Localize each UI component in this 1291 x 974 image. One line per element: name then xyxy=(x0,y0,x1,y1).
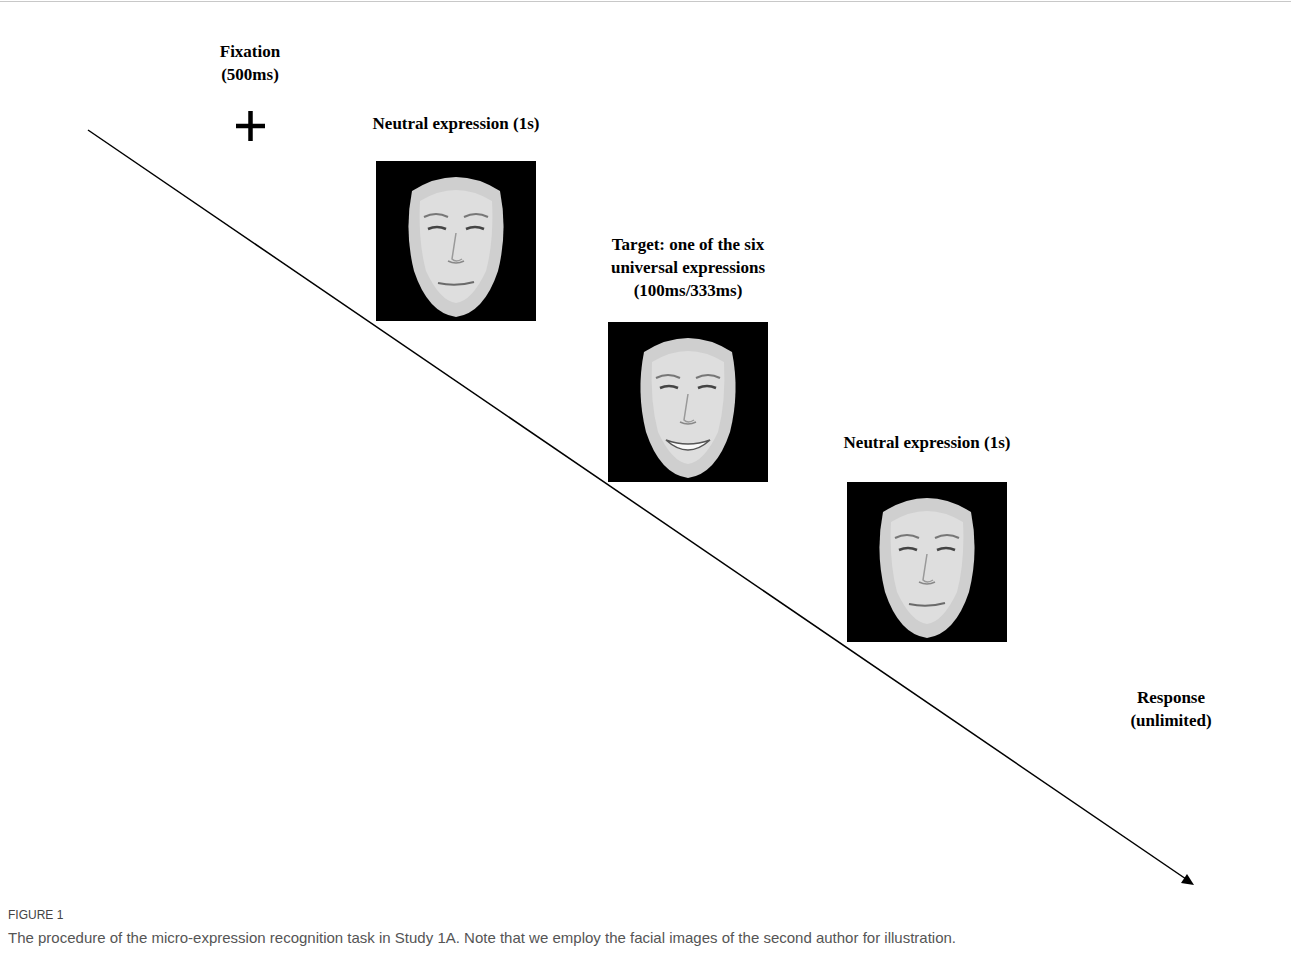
time-arrow xyxy=(88,130,1186,879)
figure-number: FIGURE 1 xyxy=(8,908,63,922)
stage-heading: Response (unlimited) xyxy=(1106,686,1236,732)
stage-heading: Target: one of the six universal express… xyxy=(588,233,788,302)
figure-caption: The procedure of the micro-expression re… xyxy=(8,928,1283,948)
face-photo xyxy=(376,161,536,321)
face-photo xyxy=(847,482,1007,642)
face-photo xyxy=(608,322,768,482)
fixation-cross xyxy=(248,111,253,141)
face-frame: Target: one of the six universal express… xyxy=(608,322,768,482)
arrow-head xyxy=(1181,874,1194,885)
stage-heading: Neutral expression (1s) xyxy=(361,112,551,135)
face-frame: Neutral expression (1s) xyxy=(376,161,536,321)
face-frame: Neutral expression (1s) xyxy=(847,482,1007,642)
stage-heading: Neutral expression (1s) xyxy=(832,431,1022,454)
top-rule xyxy=(0,1,1291,2)
stage-heading: Fixation (500ms) xyxy=(195,40,305,86)
